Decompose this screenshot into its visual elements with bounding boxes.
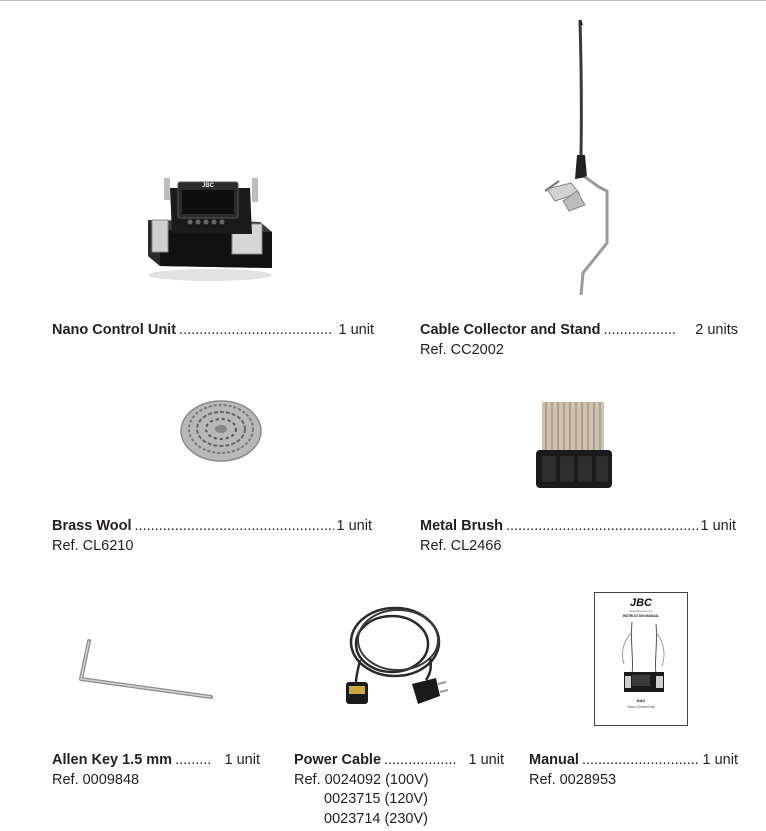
- item-ref: Ref. 0028953: [529, 771, 617, 788]
- item-quantity: 1 unit: [224, 752, 260, 768]
- caption-metal-brush: Metal Brush ............................…: [420, 517, 736, 556]
- cable-collector-stand-image: [544, 19, 609, 296]
- leader-dots: .........: [175, 752, 212, 768]
- leader-dots: ......................................: [179, 322, 333, 338]
- manual-subtitle: Nano Control Unit: [628, 705, 655, 709]
- unit-logo: JBC: [202, 183, 215, 189]
- brass-wool-image: [180, 400, 262, 462]
- manual-logo: JBC: [630, 597, 653, 609]
- item-quantity: 1 unit: [338, 322, 374, 338]
- caption-manual: Manual .............................. 1 …: [529, 751, 738, 790]
- manual-website: www.jbctools.com: [629, 609, 653, 613]
- item-ref: Ref. CL6210: [52, 537, 134, 554]
- manual-model: NAU: [637, 698, 646, 703]
- caption-nano-control-unit: Nano Control Unit ......................…: [52, 321, 374, 341]
- item-quantity: 1 unit: [468, 752, 504, 768]
- item-ref: 0023714 (230V): [324, 810, 428, 827]
- item-name: Metal Brush: [420, 518, 503, 534]
- leader-dots: ........................................…: [134, 518, 334, 534]
- metal-brush-image: [536, 402, 612, 488]
- item-quantity: 1 unit: [702, 752, 738, 768]
- item-ref: 0023715 (120V): [324, 791, 428, 807]
- leader-dots: ..................: [384, 752, 457, 768]
- leader-dots: ........................................…: [506, 518, 698, 534]
- item-name: Nano Control Unit: [52, 322, 177, 338]
- top-rule: [0, 0, 766, 1]
- manual-title: INSTRUCTION MANUAL: [623, 614, 660, 618]
- item-name: Manual: [529, 752, 579, 768]
- caption-allen-key: Allen Key 1.5 mm ......... 1 unit Ref. 0…: [52, 751, 260, 790]
- power-cable-image: [346, 606, 449, 704]
- item-name: Allen Key 1.5 mm: [52, 752, 173, 768]
- item-name: Power Cable: [294, 752, 382, 768]
- item-ref: Ref. CL2466: [420, 537, 502, 554]
- caption-cable-collector-stand: Cable Collector and Stand ..............…: [420, 321, 738, 360]
- item-quantity: 1 unit: [336, 518, 372, 534]
- item-ref: Ref. CC2002: [420, 341, 504, 358]
- item-ref: Ref. 0024092 (100V): [294, 771, 429, 788]
- caption-power-cable: Power Cable .................. 1 unit Re…: [294, 751, 504, 829]
- item-quantity: 1 unit: [700, 518, 736, 534]
- item-quantity: 2 units: [695, 322, 738, 338]
- nano-control-unit-image: JBC: [148, 178, 272, 281]
- item-name: Cable Collector and Stand: [420, 322, 601, 338]
- item-name: Brass Wool: [52, 518, 132, 534]
- caption-brass-wool: Brass Wool .............................…: [52, 517, 372, 556]
- leader-dots: ..................: [603, 322, 676, 338]
- leader-dots: ..............................: [581, 752, 700, 768]
- item-ref: Ref. 0009848: [52, 771, 140, 788]
- allen-key-image: [79, 639, 213, 699]
- manual-cover: JBC www.jbctools.com INSTRUCTION MANUAL …: [594, 592, 688, 726]
